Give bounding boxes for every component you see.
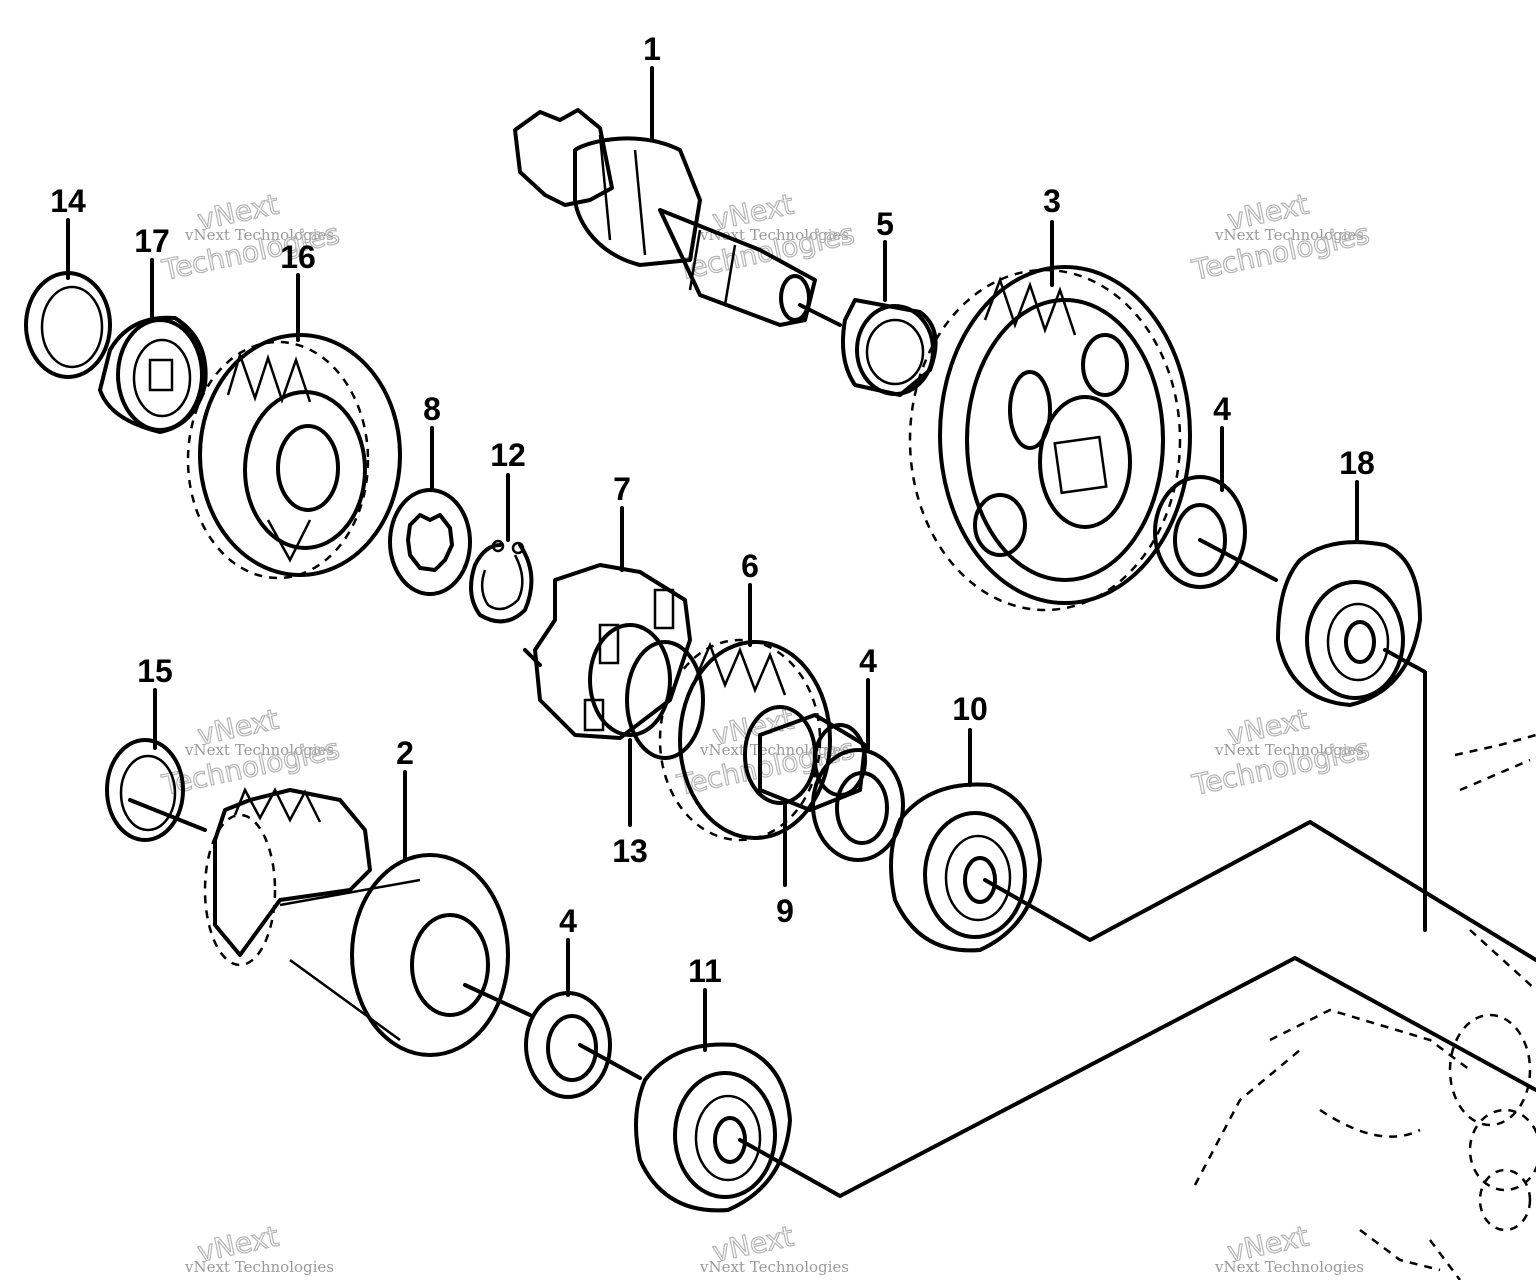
callout-7: 7: [613, 471, 631, 507]
part-2-cluster-gear: [203, 787, 510, 1057]
callout-18: 18: [1339, 445, 1375, 481]
svg-text:vNext Technologies: vNext Technologies: [1214, 226, 1364, 244]
callout-11: 11: [688, 953, 722, 989]
callout-14: 14: [50, 183, 86, 219]
callout-9: 9: [776, 893, 794, 929]
part-16-gear: [186, 333, 402, 580]
part-3-large-gear: [908, 265, 1192, 612]
callout-4-upper: 4: [1213, 391, 1231, 427]
svg-text:vNext Technologies: vNext Technologies: [1214, 741, 1364, 759]
callout-4-middle: 4: [859, 643, 877, 679]
watermark: vNext vNext Technologies: [1214, 1219, 1364, 1276]
callout-5: 5: [876, 206, 894, 242]
watermark: vNext vNext Technologies: [699, 1219, 849, 1276]
callout-10: 10: [952, 691, 988, 727]
part-4-washer-lower: [524, 991, 612, 1099]
part-10-bearing: [889, 782, 1042, 953]
callout-13: 13: [612, 833, 648, 869]
svg-text:vNext Technologies: vNext Technologies: [699, 1258, 849, 1276]
part-4-washer-upper: [1153, 475, 1247, 589]
part-12-snap-ring: [469, 539, 534, 624]
watermark: vNext vNext Technologies Technologies: [1188, 187, 1373, 288]
part-5-bushing: [841, 298, 938, 397]
part-7-shift-sleeve: [523, 563, 692, 740]
watermark: vNext vNext Technologies: [184, 1219, 334, 1276]
callout-labels: 1 3 5 4 18 14 17 16 8 12 7 6 13 9 4 10 1…: [50, 31, 1375, 989]
callout-2: 2: [396, 735, 414, 771]
svg-text:vNext Technologies: vNext Technologies: [184, 226, 334, 244]
part-1-shaft: [513, 108, 817, 327]
callout-6: 6: [741, 548, 759, 584]
callout-16: 16: [280, 239, 316, 275]
svg-text:vNext Technologies: vNext Technologies: [1214, 1258, 1364, 1276]
leader-lines: [66, 66, 1359, 1052]
watermark: vNext vNext Technologies Technologies: [1188, 702, 1373, 803]
callout-15: 15: [137, 653, 173, 689]
callout-1: 1: [643, 31, 661, 67]
callout-17: 17: [134, 223, 170, 259]
part-17-needle-bearing: [98, 315, 208, 434]
part-4-washer-middle: [811, 748, 905, 862]
callout-12: 12: [490, 437, 526, 473]
svg-text:vNext Technologies: vNext Technologies: [699, 741, 849, 759]
part-14-ring: [24, 271, 112, 379]
svg-text:vNext Technologies: vNext Technologies: [184, 1258, 334, 1276]
callout-3: 3: [1043, 183, 1061, 219]
part-6-gear: [658, 638, 832, 842]
part-18-bearing: [1276, 540, 1422, 707]
part-13-ring: [625, 640, 705, 760]
part-8-splined-washer: [388, 488, 472, 596]
watermark: vNext vNext Technologies Technologies: [158, 702, 343, 803]
callout-8: 8: [423, 391, 441, 427]
svg-text:vNext Technologies: vNext Technologies: [184, 741, 334, 759]
housing-outline: [1193, 733, 1536, 1280]
part-15-ring: [105, 738, 185, 842]
callout-4-lower: 4: [559, 903, 577, 939]
part-11-bearing: [634, 1042, 792, 1213]
assembly-lines: [128, 303, 1536, 1198]
